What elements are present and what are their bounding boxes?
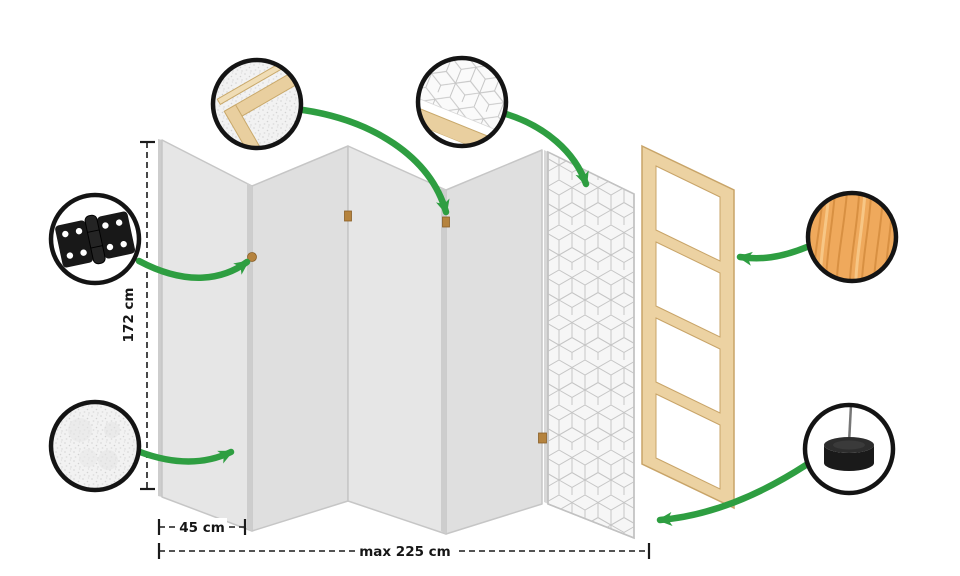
callout-foot xyxy=(802,402,896,496)
callout-fleece-texture xyxy=(48,399,142,493)
panel-4 xyxy=(445,149,543,535)
wood-material-icon xyxy=(808,193,896,281)
dimension-height: 172 cm xyxy=(121,140,155,491)
hinge-mark xyxy=(442,216,450,228)
frame-opening xyxy=(655,317,721,414)
frame-opening xyxy=(655,393,721,490)
callout-frame-corner xyxy=(210,57,304,151)
patterned-panel-edge xyxy=(544,150,548,504)
arrow-frame-corner xyxy=(299,106,450,216)
wooden-frame xyxy=(641,144,735,510)
hinge-pin-dot xyxy=(247,252,257,262)
hinge-icon xyxy=(55,211,136,268)
arrow-fabric-pattern xyxy=(502,110,590,188)
frame-opening xyxy=(655,165,721,262)
hinge-mark xyxy=(344,210,352,222)
folding-panels xyxy=(158,139,543,535)
hinge-marks xyxy=(247,210,547,444)
patterned-panel-pattern xyxy=(547,150,635,540)
dimension-panel-width: 45 cm xyxy=(157,518,247,536)
fleece-texture-icon xyxy=(51,402,139,490)
arrow-foot xyxy=(656,461,810,526)
frame-corner-icon xyxy=(213,60,301,148)
panel-2 xyxy=(251,145,349,532)
panel-width-label: 45 cm xyxy=(179,520,225,536)
arrow-wood xyxy=(736,243,811,266)
patterned-panel xyxy=(544,150,635,540)
arrow-hinge xyxy=(135,257,251,281)
callout-fabric-pattern xyxy=(415,55,509,149)
hinge-mark xyxy=(538,432,547,444)
foot-icon xyxy=(824,405,874,471)
dimension-total-width: max 225 cm xyxy=(157,542,651,560)
panel-3 xyxy=(347,145,447,535)
callout-hinge xyxy=(48,192,142,286)
arrow-texture xyxy=(136,448,235,465)
callout-arrows xyxy=(135,106,811,526)
panel-fold-edge-2 xyxy=(441,187,446,534)
frame-opening xyxy=(655,241,721,338)
callout-wood-material xyxy=(805,190,899,284)
total-width-label: max 225 cm xyxy=(359,544,451,560)
panel-fold-edge-1 xyxy=(247,183,252,531)
panel-left-edge xyxy=(158,139,162,497)
height-label: 172 cm xyxy=(121,288,137,343)
panel-1 xyxy=(161,139,253,532)
